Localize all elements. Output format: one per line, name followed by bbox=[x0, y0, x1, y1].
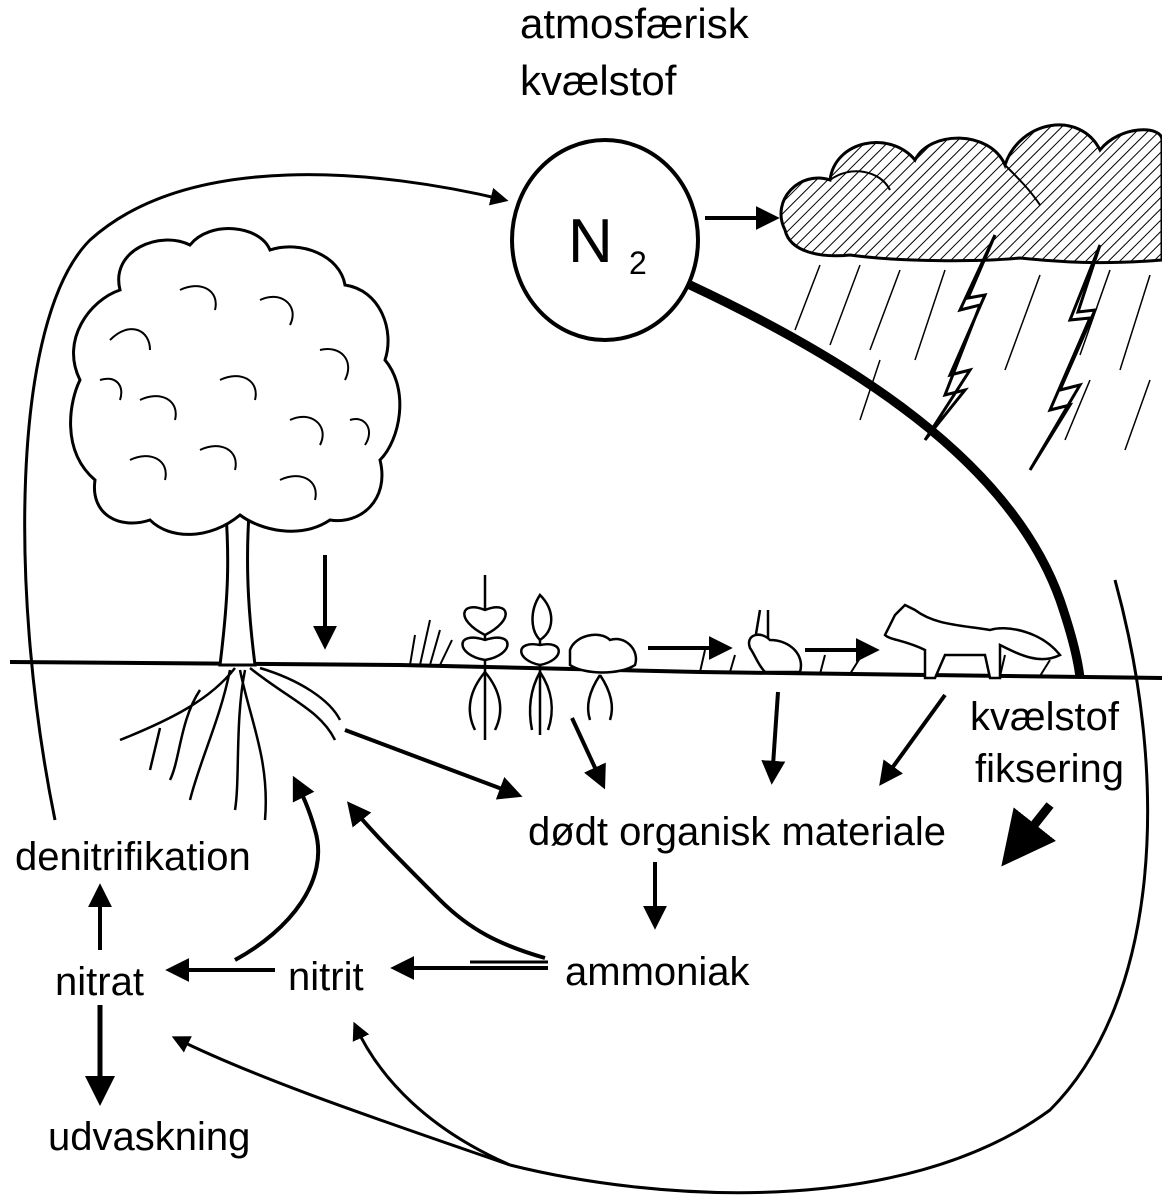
storm-clouds-icon bbox=[781, 125, 1162, 263]
leaching-label: udvaskning bbox=[48, 1115, 250, 1159]
n2-subscript: 2 bbox=[629, 245, 647, 281]
lightning-bolt-icon bbox=[925, 235, 995, 440]
fixation-arrow bbox=[1008, 805, 1050, 858]
fox-icon bbox=[885, 605, 1060, 678]
n2-node: N 2 bbox=[512, 140, 698, 340]
nitrite-label: nitrit bbox=[288, 955, 364, 999]
plants-icon bbox=[463, 575, 636, 740]
plants-to-organic-arrow bbox=[572, 718, 603, 785]
atmospheric-label-line2: kvælstof bbox=[520, 57, 677, 104]
ammonia-label: ammoniak bbox=[565, 950, 751, 994]
atmospheric-label-line1: atmosfærisk bbox=[520, 0, 750, 47]
fox-to-organic-arrow bbox=[882, 695, 945, 782]
dead-organic-label: dødt organisk materiale bbox=[528, 810, 946, 854]
bottom-to-nitrite-arrow bbox=[355, 1025, 510, 1165]
fixation-curve bbox=[690, 285, 1080, 678]
rabbit-to-organic-arrow bbox=[772, 692, 778, 780]
ammonia-to-roots-arrow bbox=[350, 805, 545, 958]
fixation-label-line2: fiksering bbox=[975, 747, 1124, 791]
denitrification-label: denitrifikation bbox=[15, 835, 251, 879]
roots-to-organic-arrow bbox=[345, 730, 518, 795]
rain-lines bbox=[795, 265, 1150, 450]
fixation-label-line1: kvælstof bbox=[970, 695, 1120, 739]
lightning-bolt-icon bbox=[1030, 245, 1100, 470]
rabbit-icon bbox=[749, 610, 801, 672]
nitrate-label: nitrat bbox=[55, 960, 144, 1004]
n2-symbol: N bbox=[568, 207, 613, 276]
